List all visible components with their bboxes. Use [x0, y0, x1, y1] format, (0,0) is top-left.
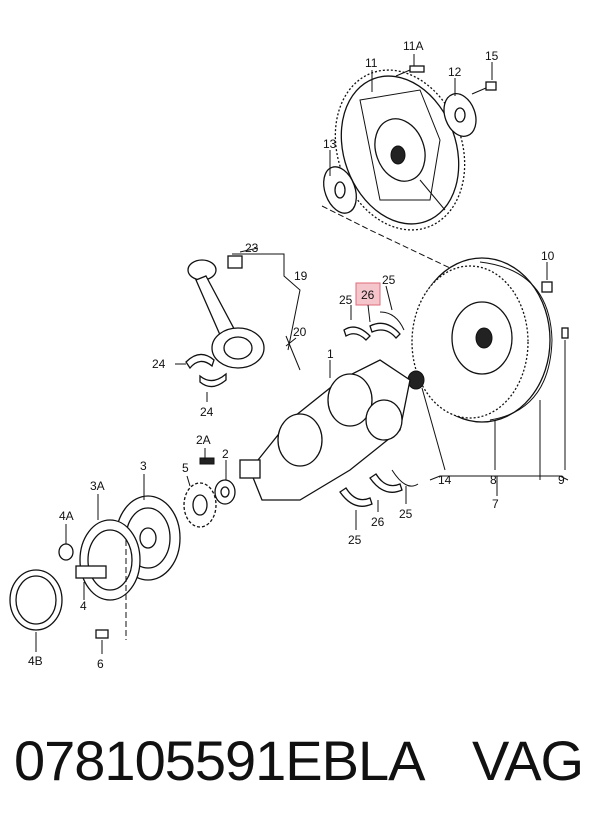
- label-12: 12: [448, 65, 462, 79]
- label-6: 6: [97, 657, 104, 671]
- label-25d: 25: [399, 507, 413, 521]
- cover-4b: [9, 569, 63, 631]
- bolt-4: [75, 565, 107, 579]
- exploded-parts-diagram: 11A 11 12 15 13 23 19 20 24 24 25 25 26 …: [9, 39, 569, 671]
- washer-2: [214, 479, 236, 505]
- label-2a: 2A: [196, 433, 211, 447]
- brand-name: VAG: [472, 729, 584, 792]
- label-4b: 4B: [28, 654, 43, 668]
- bearing-shells-upper: [343, 311, 405, 341]
- bolt-15: [471, 81, 497, 95]
- label-23: 23: [245, 241, 259, 255]
- label-11: 11: [365, 56, 378, 70]
- label-4a: 4A: [59, 509, 74, 523]
- label-2: 2: [222, 447, 229, 461]
- bolt-10: [541, 281, 553, 293]
- label-1: 1: [327, 347, 334, 361]
- connecting-rod: [187, 255, 301, 371]
- flywheel: [411, 257, 553, 423]
- label-25a: 25: [382, 273, 396, 287]
- pin-9: [561, 327, 569, 339]
- label-10: 10: [541, 249, 555, 263]
- label-24b: 24: [200, 405, 214, 419]
- part-number: 078105591EBLA: [14, 729, 425, 792]
- bearing-shells-lower: [339, 469, 419, 507]
- crankshaft: [239, 359, 411, 501]
- label-13: 13: [323, 137, 337, 151]
- plate-12: [443, 93, 477, 137]
- label-26b: 26: [371, 515, 385, 529]
- seal-4a: [58, 543, 74, 561]
- flexplate: [334, 69, 466, 231]
- label-19: 19: [294, 269, 308, 283]
- label-4: 4: [80, 599, 87, 613]
- label-24a: 24: [152, 357, 166, 371]
- label-26a: 26: [361, 288, 375, 302]
- bearing-shells-24: [185, 353, 227, 388]
- label-5: 5: [182, 461, 189, 475]
- sprocket-5: [183, 482, 217, 528]
- label-8: 8: [490, 473, 497, 487]
- bolt-6: [95, 629, 109, 639]
- bolt-11a: [395, 65, 425, 77]
- footer: 078105591EBLA VAG: [0, 728, 600, 808]
- plate-13: [323, 166, 357, 214]
- label-20: 20: [293, 325, 307, 339]
- label-11a: 11A: [403, 39, 423, 53]
- label-15: 15: [485, 49, 499, 63]
- label-3a: 3A: [90, 479, 105, 493]
- damper-3a: [79, 519, 141, 601]
- label-3: 3: [140, 459, 147, 473]
- key-2a: [199, 457, 215, 465]
- label-7: 7: [492, 497, 499, 511]
- label-25c: 25: [348, 533, 362, 547]
- label-9: 9: [558, 473, 565, 487]
- label-25b: 25: [339, 293, 353, 307]
- label-14: 14: [438, 473, 452, 487]
